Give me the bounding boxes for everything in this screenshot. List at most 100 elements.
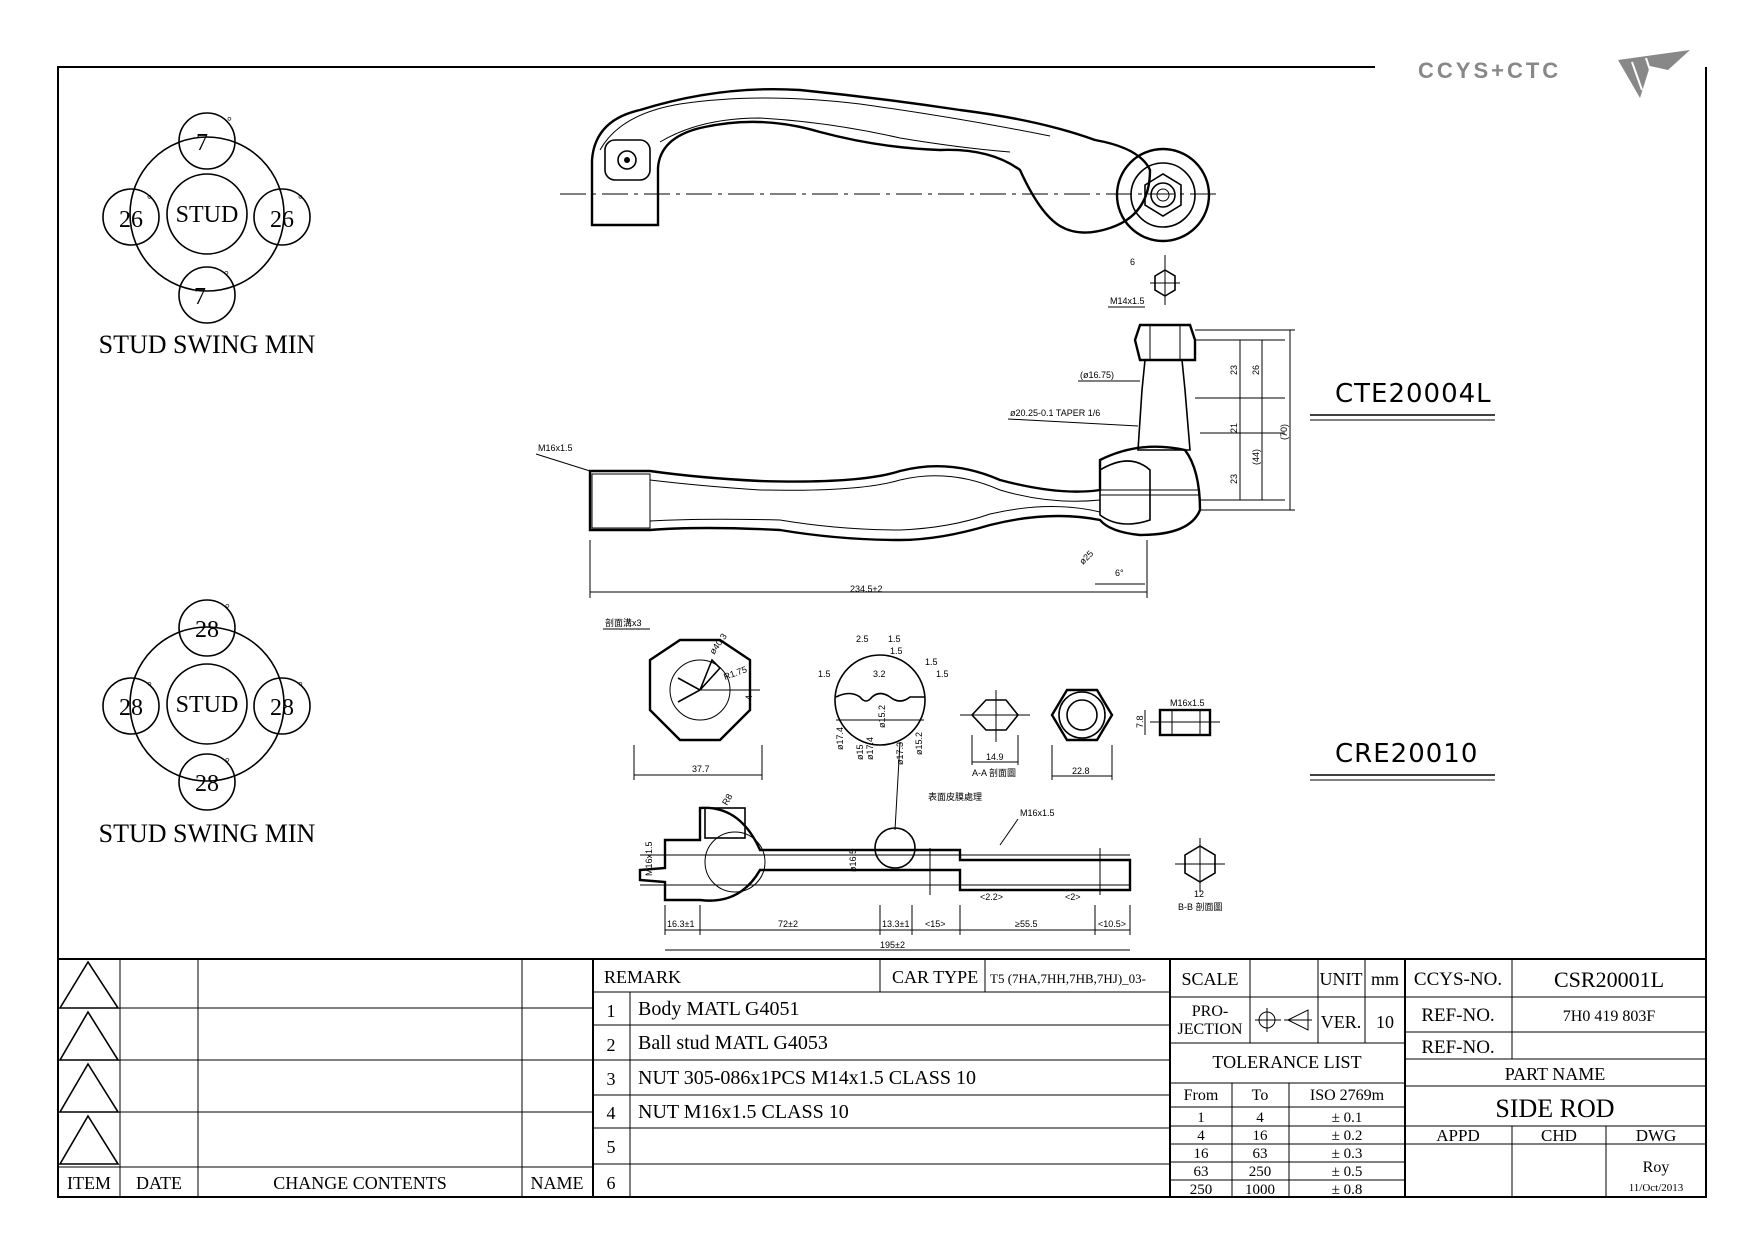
projection-label: PRO- <box>1192 1003 1228 1020</box>
svg-text:°: ° <box>225 755 230 769</box>
tolerance-value: ± 0.8 <box>1332 1182 1363 1198</box>
ccys-ctc-logo: CCYS+CTC <box>1418 50 1690 98</box>
tolerance-value: ± 0.2 <box>1332 1128 1363 1144</box>
section-a-a: 14.9 A-A 剖面圖 <box>960 690 1030 778</box>
section-b-b: 12 B-B 剖面圖 <box>1175 838 1225 912</box>
svg-text:B-B 剖面圖: B-B 剖面圖 <box>1178 901 1223 912</box>
appd-label: APPD <box>1436 1126 1479 1145</box>
ccys-no-value: CSR20001L <box>1554 967 1664 992</box>
svg-text:A-A 剖面圖: A-A 剖面圖 <box>972 767 1016 778</box>
projection-label: JECTION <box>1178 1021 1243 1038</box>
svg-text:R8: R8 <box>720 792 734 807</box>
drawing-date: 11/Oct/2013 <box>1629 1182 1684 1194</box>
swing-right-value: 28 <box>270 695 294 721</box>
header-item: ITEM <box>67 1173 111 1193</box>
remark-no: 6 <box>607 1173 616 1193</box>
svg-text:21: 21 <box>1229 423 1239 433</box>
svg-text:4: 4 <box>744 695 754 700</box>
svg-text:<10.5>: <10.5> <box>1098 919 1126 929</box>
svg-text:234.5±2: 234.5±2 <box>850 584 882 594</box>
svg-text:<2.2>: <2.2> <box>980 892 1003 902</box>
svg-text:R1.75: R1.75 <box>722 664 748 682</box>
tolerance-to: 4 <box>1256 1110 1264 1126</box>
header-change-contents: CHANGE CONTENTS <box>273 1173 447 1193</box>
remark-text: NUT 305-086x1PCS M14x1.5 CLASS 10 <box>638 1067 976 1089</box>
ref-no-value: 7H0 419 803F <box>1563 1008 1656 1025</box>
unit-value: mm <box>1371 969 1399 989</box>
svg-text:(ø16.75): (ø16.75) <box>1080 370 1114 380</box>
dwg-label: DWG <box>1636 1126 1677 1145</box>
svg-text:°: ° <box>147 679 152 693</box>
svg-text:ø15.2: ø15.2 <box>877 705 887 728</box>
svg-text:13.3±1: 13.3±1 <box>882 919 909 929</box>
swing-left-value: 26 <box>119 207 143 233</box>
svg-text:26: 26 <box>1251 365 1261 375</box>
svg-text:7.8: 7.8 <box>1135 715 1145 728</box>
svg-text:72±2: 72±2 <box>778 919 798 929</box>
ver-label: VER. <box>1321 1012 1362 1032</box>
remark-no: 3 <box>607 1069 616 1089</box>
groove-detail: 2.5 1.5 1.5 1.5 3.2 1.5 1.5 ø17.4 ø15 ø1… <box>818 634 949 831</box>
svg-text:ø25: ø25 <box>1077 548 1095 566</box>
swing-bottom-value: 28 <box>195 771 219 797</box>
svg-text:6°: 6° <box>1115 568 1124 578</box>
swing-center-label: STUD <box>176 202 239 228</box>
nut-front-view: 22.8 <box>1050 688 1114 780</box>
title-block: ITEM DATE CHANGE CONTENTS NAME REMARK CA… <box>58 958 1706 1198</box>
swing-top-value: 7 <box>196 130 208 156</box>
svg-text:ø17.3: ø17.3 <box>895 742 905 765</box>
ref-no-label: REF-NO. <box>1421 1005 1494 1026</box>
swing-left-value: 28 <box>119 695 143 721</box>
tolerance-value: ± 0.1 <box>1332 1110 1363 1126</box>
svg-text:ø15.2: ø15.2 <box>914 732 924 755</box>
ccys-no-label: CCYS-NO. <box>1414 969 1502 990</box>
remark-no: 5 <box>607 1137 616 1157</box>
tolerance-value: ± 0.5 <box>1332 1164 1363 1180</box>
tolerance-from: 63 <box>1194 1164 1209 1180</box>
svg-text:23: 23 <box>1229 474 1239 484</box>
svg-text:°: ° <box>224 268 229 282</box>
part-name-value: SIDE ROD <box>1495 1094 1614 1123</box>
inner-rod-cross-section: 剖面溝x3 ø40.3 R1.75 4 37.7 <box>603 617 763 780</box>
inner-rod-side-view: 表面皮膜處理 M16x1.5 ø16.5 R8 M16x1.5 16.3±1 7… <box>638 791 1132 951</box>
svg-text:M16x1.5: M16x1.5 <box>538 443 573 453</box>
tie-rod-end-top-view <box>560 87 1220 243</box>
scale-label: SCALE <box>1181 969 1238 989</box>
svg-text:12: 12 <box>1194 889 1204 899</box>
remark-no: 2 <box>607 1035 616 1055</box>
swing-right-value: 26 <box>270 207 294 233</box>
svg-text:剖面溝x3: 剖面溝x3 <box>605 617 642 628</box>
svg-text:°: ° <box>225 601 230 615</box>
remark-text: Body MATL G4051 <box>638 998 799 1020</box>
nut-side-view: M16x1.5 7.8 <box>1135 698 1220 737</box>
svg-text:CCYS+CTC: CCYS+CTC <box>1418 58 1561 83</box>
svg-text:(44): (44) <box>1251 449 1261 465</box>
swing-top-value: 28 <box>195 617 219 643</box>
tolerance-from-header: From <box>1184 1087 1219 1104</box>
svg-text:3.2: 3.2 <box>873 669 886 679</box>
stud-swing-caption: STUD SWING MIN <box>99 330 316 359</box>
svg-text:1.5: 1.5 <box>890 646 903 656</box>
svg-text:≥55.5: ≥55.5 <box>1015 919 1037 929</box>
chd-label: CHD <box>1541 1126 1577 1145</box>
part-label-cte: CTE20004L <box>1335 379 1492 409</box>
svg-text:°: ° <box>298 192 303 206</box>
svg-text:195±2: 195±2 <box>880 940 905 950</box>
svg-text:°: ° <box>147 192 152 206</box>
svg-text:M16x1.5: M16x1.5 <box>1170 698 1205 708</box>
part-label-cre: CRE20010 <box>1335 739 1478 769</box>
tie-rod-end-side-view: 6 M14x1.5 (ø16.75) ø20.25-0.1 TAPER 1/6 … <box>535 255 1295 598</box>
remark-title: REMARK <box>604 967 681 987</box>
tolerance-title: TOLERANCE LIST <box>1212 1052 1361 1072</box>
tolerance-iso-header: ISO 2769m <box>1310 1087 1385 1104</box>
svg-text:ø20.25-0.1 TAPER 1/6: ø20.25-0.1 TAPER 1/6 <box>1010 408 1100 418</box>
tolerance-from: 16 <box>1194 1146 1210 1162</box>
projection-symbol-icon <box>1255 1008 1312 1032</box>
ref-no-label: REF-NO. <box>1421 1037 1494 1058</box>
tolerance-to: 250 <box>1249 1164 1272 1180</box>
svg-text:表面皮膜處理: 表面皮膜處理 <box>928 791 982 802</box>
svg-text:6: 6 <box>1130 257 1135 267</box>
svg-text:ø15: ø15 <box>855 744 865 760</box>
ver-value: 10 <box>1376 1012 1394 1032</box>
unit-label: UNIT <box>1320 969 1363 989</box>
